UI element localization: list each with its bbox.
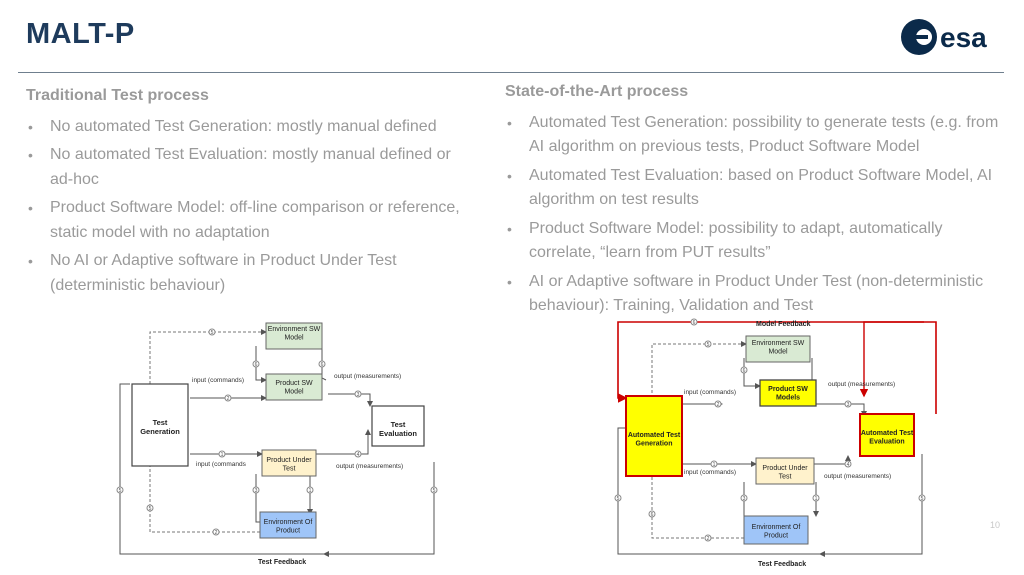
page-number: 10 xyxy=(990,520,1001,530)
title-divider xyxy=(18,72,1004,73)
bullet-item: Product Software Model: possibility to a… xyxy=(505,217,1010,266)
marker: 6 xyxy=(693,320,696,326)
bullet-item: AI or Adaptive software in Product Under… xyxy=(505,270,1010,319)
marker: 5 xyxy=(921,496,924,502)
marker: 3 xyxy=(255,488,258,494)
marker: 2 xyxy=(707,536,710,542)
label-output-bottom: output (measurements) xyxy=(336,463,403,470)
label-input-top: input (commands) xyxy=(192,377,244,384)
traditional-bullets: No automated Test Generation: mostly man… xyxy=(26,115,476,299)
marker: 5 xyxy=(149,506,152,512)
bullet-item: No automated Test Generation: mostly man… xyxy=(26,115,476,140)
label-input-bottom: input (commands xyxy=(196,461,247,468)
traditional-process-column: Traditional Test process No automated Te… xyxy=(26,84,476,302)
bullet-item: No AI or Adaptive software in Product Un… xyxy=(26,249,476,298)
label-input-bottom: input (commands) xyxy=(684,469,736,476)
marker: 6 xyxy=(255,362,258,368)
marker: 6 xyxy=(651,512,654,518)
marker: 4 xyxy=(847,462,850,468)
marker: 2 xyxy=(717,402,720,408)
marker: 5 xyxy=(211,330,214,336)
slide-title: MALT-P xyxy=(26,18,135,50)
label-output-top: output (measurements) xyxy=(334,373,401,380)
marker: 1 xyxy=(815,496,818,502)
bullet-item: Product Software Model: off-line compari… xyxy=(26,196,476,245)
state-of-the-art-heading: State-of-the-Art process xyxy=(505,83,689,100)
marker: 3 xyxy=(847,402,850,408)
marker: 2 xyxy=(227,396,230,402)
marker: 6 xyxy=(743,368,746,374)
bullet-item: No automated Test Evaluation: mostly man… xyxy=(26,143,476,192)
marker: 6 xyxy=(321,362,324,368)
label-input-top: input (commands) xyxy=(684,389,736,396)
marker: 5 xyxy=(433,488,436,494)
bullet-item: Automated Test Evaluation: based on Prod… xyxy=(505,164,1010,213)
label-output-top: output (measurements) xyxy=(828,381,895,388)
label-output-bottom: output (measurements) xyxy=(824,473,891,480)
state-of-the-art-column: State-of-the-Art process Automated Test … xyxy=(505,80,1010,323)
label-model-feedback: Model Feedback xyxy=(756,321,811,328)
marker: 1 xyxy=(309,488,312,494)
marker: 5 xyxy=(707,342,710,348)
marker: 1 xyxy=(713,462,716,468)
marker: 3 xyxy=(743,496,746,502)
esa-logo: esa xyxy=(901,19,987,55)
traditional-heading: Traditional Test process xyxy=(26,87,209,104)
esa-logo-text: esa xyxy=(940,22,987,53)
marker: 5 xyxy=(617,496,620,502)
marker: 3 xyxy=(357,392,360,398)
marker: 2 xyxy=(215,530,218,536)
label-test-feedback: Test Feedback xyxy=(258,559,306,566)
bullet-item: Automated Test Generation: possibility t… xyxy=(505,111,1010,160)
state-of-the-art-bullets: Automated Test Generation: possibility t… xyxy=(505,111,1010,319)
marker: 1 xyxy=(221,452,224,458)
marker: 5 xyxy=(119,488,122,494)
marker: 4 xyxy=(357,452,360,458)
label-test-feedback: Test Feedback xyxy=(758,561,806,568)
